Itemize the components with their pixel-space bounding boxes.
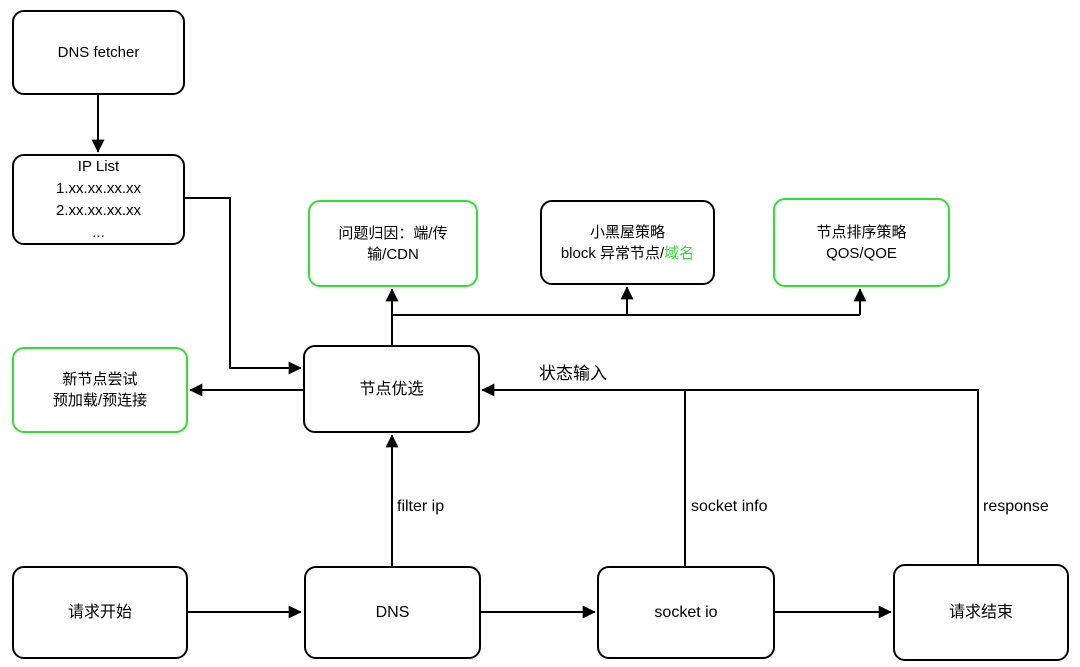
black-room-detail-prefix: block 异常节点/ bbox=[560, 244, 665, 262]
black-room-detail: block 异常节点/域名 bbox=[561, 243, 694, 264]
request-end-node: 请求结束 bbox=[893, 564, 1069, 661]
problem-attribution-label: 问题归因：端/传输/CDN bbox=[338, 224, 448, 263]
ip-list-item-1: 1.xx.xx.xx.xx bbox=[55, 179, 141, 197]
request-start-node: 请求开始 bbox=[12, 566, 188, 659]
response-label: response bbox=[983, 498, 1049, 515]
new-node-try-detail: 预加载/预连接 bbox=[52, 392, 148, 409]
request-start-label: 请求开始 bbox=[67, 604, 132, 621]
node-ranking-title: 节点排序策略 bbox=[816, 223, 907, 241]
socket-io-label: socket io bbox=[654, 604, 718, 621]
dns-node: DNS bbox=[304, 566, 481, 659]
edge-iplist-to-nodeselection bbox=[185, 197, 302, 375]
problem-attribution-node: 问题归因：端/传输/CDN bbox=[308, 200, 478, 287]
ip-list-title: IP List bbox=[77, 157, 120, 175]
black-room-title: 小黑屋策略 bbox=[589, 223, 665, 241]
socket-io-node: socket io bbox=[597, 566, 775, 659]
black-room-policy-node: 小黑屋策略 block 异常节点/域名 bbox=[540, 200, 715, 285]
ip-list-item-2: 2.xx.xx.xx.xx bbox=[55, 201, 141, 219]
node-ranking-policy-node: 节点排序策略 QOS/QOE bbox=[773, 198, 950, 287]
dns-fetcher-node: DNS fetcher bbox=[12, 10, 185, 95]
edge-response-state-input bbox=[481, 383, 979, 564]
ip-list-node: IP List 1.xx.xx.xx.xx 2.xx.xx.xx.xx ... bbox=[12, 154, 185, 245]
black-room-detail-domain: 域名 bbox=[664, 244, 695, 262]
new-node-try-title: 新节点尝试 bbox=[62, 371, 138, 388]
socket-info-label: socket info bbox=[691, 498, 768, 515]
node-ranking-detail: QOS/QOE bbox=[826, 244, 897, 262]
state-input-label: 状态输入 bbox=[539, 364, 607, 383]
new-node-try-node: 新节点尝试 预加载/预连接 bbox=[12, 347, 188, 433]
dns-label: DNS bbox=[375, 604, 410, 621]
node-selection-label: 节点优选 bbox=[359, 380, 424, 398]
filter-ip-label: filter ip bbox=[397, 498, 445, 515]
node-selection-node: 节点优选 bbox=[303, 345, 480, 433]
dns-fetcher-label: DNS fetcher bbox=[57, 44, 140, 61]
request-end-label: 请求结束 bbox=[948, 604, 1013, 621]
ip-list-ellipsis: ... bbox=[92, 223, 105, 241]
